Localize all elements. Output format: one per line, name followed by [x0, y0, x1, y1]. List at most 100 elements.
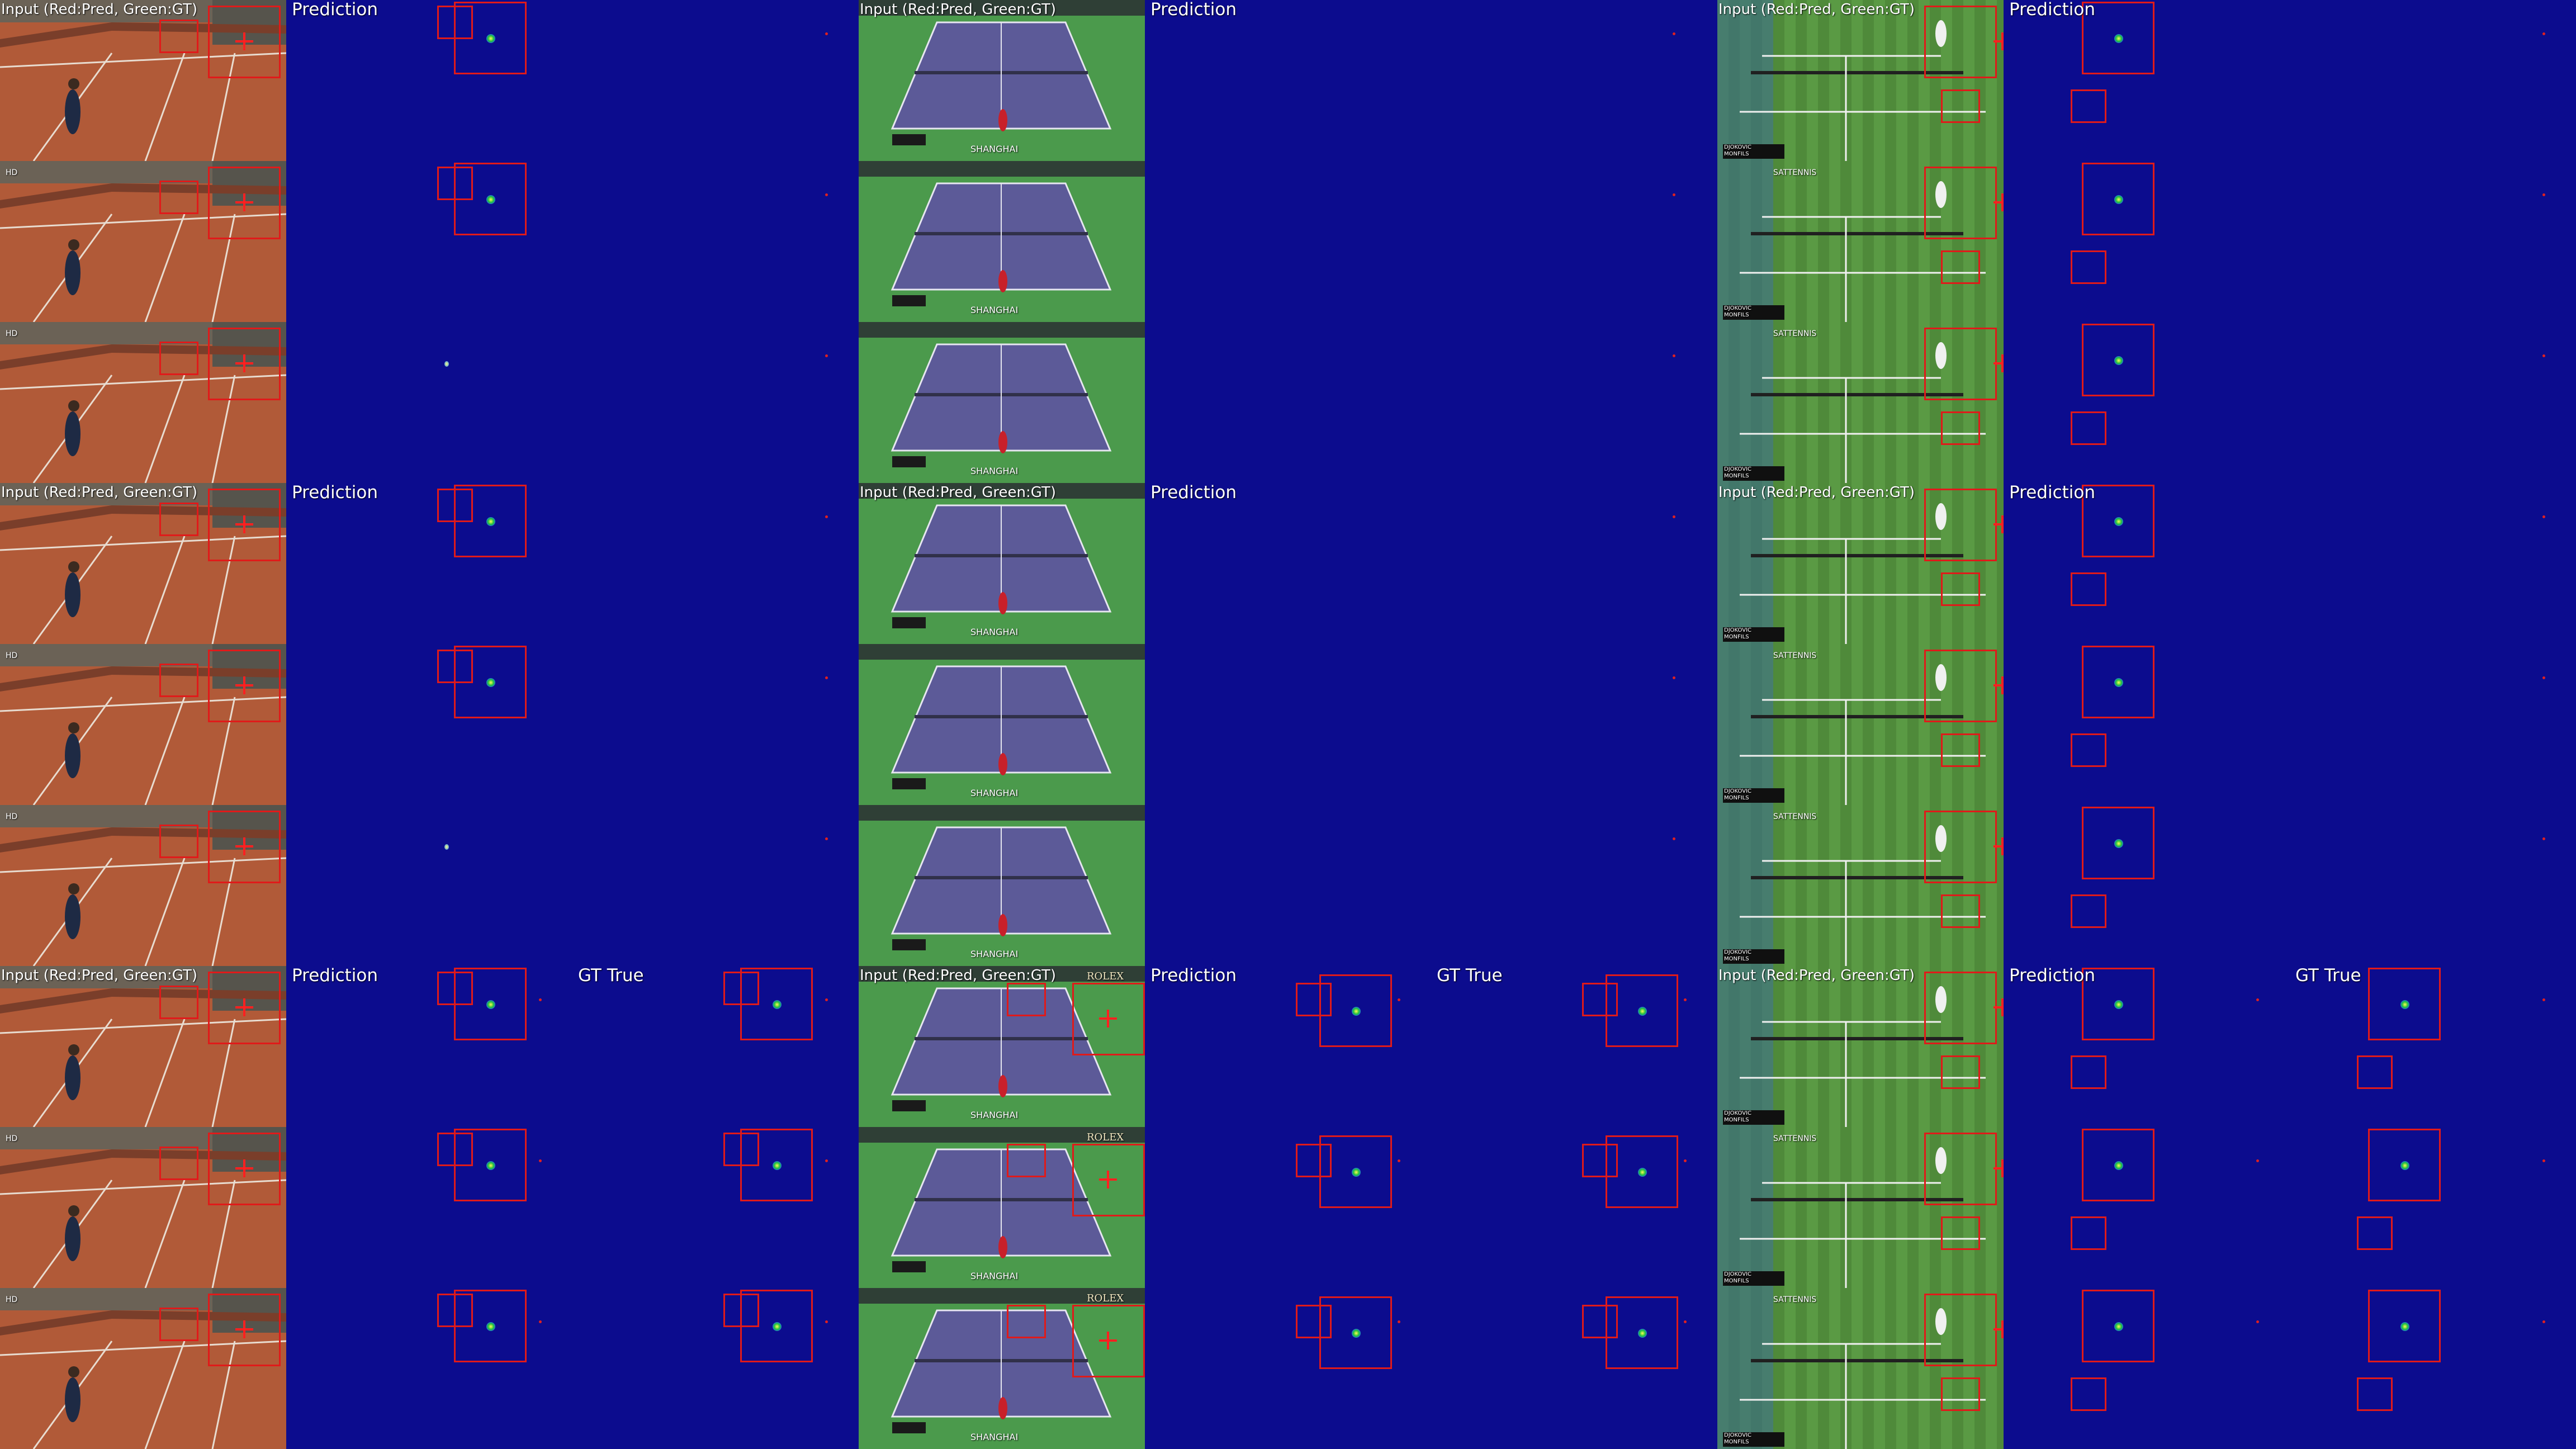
heatmap-zoom-box	[1319, 1296, 1392, 1369]
input-frame: HD	[0, 161, 286, 322]
grass-court-frame	[1717, 322, 2004, 483]
heatmap-zoom-box	[454, 163, 527, 235]
input-label: Input (Red:Pred, Green:GT)	[1, 484, 197, 501]
grass-court-frame	[1717, 966, 2004, 1127]
score-player-2: MONFILS	[1724, 1278, 1749, 1284]
edge-marker	[2542, 676, 2545, 679]
prediction-heatmap	[286, 1127, 572, 1288]
input-label: Input (Red:Pred, Green:GT)	[860, 967, 1056, 984]
heatmap-zoom-box	[2368, 1129, 2441, 1201]
heatmap-zoom-box	[454, 968, 527, 1040]
pred-zoom-box	[1924, 972, 1997, 1044]
heat-blob	[2114, 678, 2123, 687]
prediction-heatmap	[2290, 1127, 2576, 1288]
prediction-heatmap	[2004, 161, 2576, 322]
edge-marker	[2542, 193, 2545, 196]
hard-court-frame	[859, 644, 1145, 805]
prediction-heatmap	[286, 966, 572, 1127]
prediction-heatmap	[1145, 1288, 1431, 1449]
edge-marker	[539, 1159, 542, 1162]
prediction-heatmap	[1145, 805, 1717, 966]
score-player-2: MONFILS	[1724, 795, 1749, 801]
prediction-heatmap	[1145, 0, 1717, 161]
pred-zoom-box	[208, 6, 281, 78]
grass-court-frame	[1717, 161, 2004, 322]
heat-blob	[2400, 1161, 2409, 1170]
pred-marker	[1993, 837, 2004, 855]
pred-roi-box	[1007, 1305, 1046, 1338]
heat-blob	[2114, 1000, 2123, 1009]
prediction-heatmap	[1145, 483, 1717, 644]
broadcast-caption: SHANGHAI	[970, 788, 1019, 798]
hard-court-frame	[859, 966, 1145, 1127]
heat-blob	[486, 678, 495, 687]
grass-court-frame	[1717, 483, 2004, 644]
prediction-heatmap	[1145, 966, 1431, 1127]
heat-blob	[1352, 1007, 1361, 1016]
heatmap-zoom-box	[2082, 646, 2154, 718]
heatmap-zoom-box	[2368, 968, 2441, 1040]
pred-zoom-box	[1924, 1133, 1997, 1205]
sponsor-caption: SATTENNIS	[1773, 329, 1817, 338]
score-player-2: MONFILS	[1724, 151, 1749, 157]
edge-marker	[1398, 1320, 1400, 1323]
heat-blob	[486, 1000, 495, 1009]
prediction-heatmap	[1431, 966, 1717, 1127]
input-label: Input (Red:Pred, Green:GT)	[1, 1, 197, 18]
heatmap-roi-box	[2071, 1377, 2106, 1411]
input-frame: SHANGHAI	[859, 644, 1145, 805]
prediction-heatmap	[286, 483, 859, 644]
prediction-heatmap	[286, 805, 859, 966]
edge-marker	[2542, 837, 2545, 840]
input-frame: SHANGHAI	[859, 161, 1145, 322]
pred-zoom-box	[208, 167, 281, 239]
input-frame: SHANGHAI	[859, 805, 1145, 966]
heatmap-roi-box	[2071, 733, 2106, 767]
heat-blob	[2114, 517, 2123, 526]
prediction-label: Prediction	[2009, 483, 2096, 503]
pred-zoom-box	[1924, 6, 1997, 78]
input-frame: HD	[0, 805, 286, 966]
pred-roi-box	[1941, 1216, 1980, 1250]
input-frame	[0, 0, 286, 161]
heatmap-zoom-box	[1606, 1296, 1678, 1369]
heat-blob	[2114, 356, 2123, 365]
sponsor-caption: SATTENNIS	[1773, 812, 1817, 821]
edge-marker	[1673, 354, 1675, 357]
hard-court-frame	[859, 483, 1145, 644]
prediction-label: Prediction	[2009, 966, 2096, 986]
score-player-2: MONFILS	[1724, 1439, 1749, 1445]
heat-blob	[2114, 1322, 2123, 1331]
broadcast-caption: SHANGHAI	[970, 1110, 1019, 1120]
pred-roi-box	[1941, 572, 1980, 606]
prediction-label: Prediction	[1150, 966, 1237, 986]
pred-marker	[1099, 1171, 1117, 1188]
edge-marker	[1398, 998, 1400, 1001]
heatmap-zoom-box	[454, 1129, 527, 1201]
heatmap-zoom-box	[740, 1129, 813, 1201]
heat-blob	[773, 1161, 782, 1170]
pred-roi-box	[159, 664, 198, 697]
pred-zoom-box	[208, 650, 281, 722]
broadcast-caption: SHANGHAI	[970, 1271, 1019, 1281]
input-label: Input (Red:Pred, Green:GT)	[860, 1, 1056, 18]
prediction-heatmap	[286, 161, 859, 322]
pred-roi-box	[1941, 250, 1980, 284]
hard-court-frame	[859, 0, 1145, 161]
score-player-2: MONFILS	[1724, 473, 1749, 479]
pred-zoom-box	[208, 489, 281, 561]
pred-zoom-box	[1924, 650, 1997, 722]
prediction-heatmap	[2004, 0, 2576, 161]
pred-roi-box	[1007, 983, 1046, 1016]
heatmap-roi-box	[2071, 89, 2106, 123]
grass-court-frame	[1717, 805, 2004, 966]
heatmap-zoom-box	[740, 1290, 813, 1362]
heat-blob	[486, 195, 495, 204]
hard-court-frame	[859, 161, 1145, 322]
